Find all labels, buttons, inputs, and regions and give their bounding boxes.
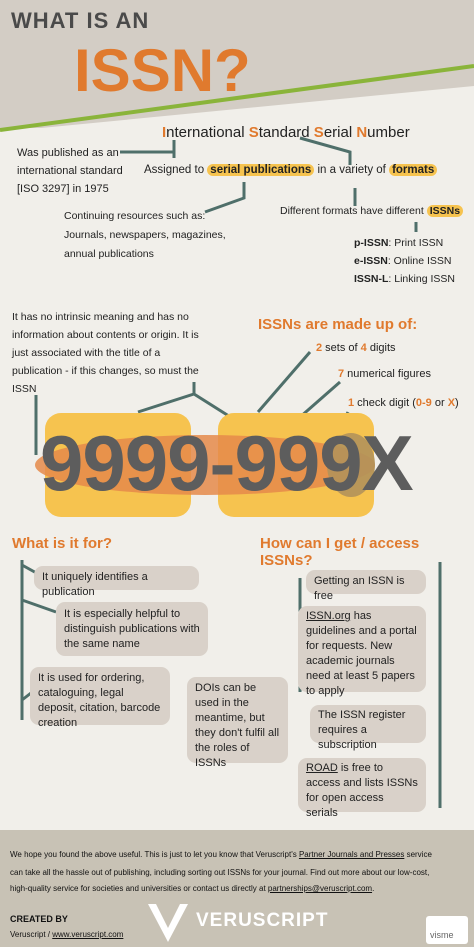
credit-line: Veruscript / www.veruscript.com	[10, 930, 124, 939]
made-up-sets: 2 sets of 4 digits	[316, 342, 396, 354]
access-bubble-2: ISSN.org has guidelines and a portal for…	[298, 606, 426, 697]
veruscript-logo-icon	[148, 904, 188, 942]
made-up-check: 1 check digit (0-9 or X)	[348, 397, 459, 409]
assigned-text: Assigned to serial publications in a var…	[144, 163, 438, 178]
access-bubble-1: Getting an ISSN is free	[306, 570, 426, 602]
for-bubble-3: It is used for ordering, cataloguing, le…	[30, 667, 170, 729]
issn-org-link[interactable]: ISSN.org	[306, 610, 351, 622]
meaning-text: It has no intrinsic meaning and has no i…	[12, 311, 199, 395]
access-bubble-3: The ISSN register requires a subscriptio…	[310, 705, 426, 751]
created-by: CREATED BY	[10, 914, 68, 924]
published-text: Was published as an international standa…	[17, 147, 123, 195]
issn-example-number: 9999-999X	[40, 419, 414, 507]
for-bubble-2: It is especially helpful to distinguish …	[56, 602, 208, 656]
for-bubble-1: It uniquely identifies a publication	[34, 566, 199, 598]
footer: We hope you found the above useful. This…	[0, 830, 474, 947]
partnerships-email-link[interactable]: partnerships@veruscript.com	[267, 884, 373, 893]
footer-line-2: can take all the hassle out of publishin…	[10, 868, 430, 877]
veruscript-site-link[interactable]: www.veruscript.com	[52, 930, 124, 939]
partner-journals-link[interactable]: Partner Journals and Presses	[298, 850, 405, 859]
title-line1: WHAT IS AN	[11, 8, 150, 33]
visme-label: visme	[430, 930, 454, 940]
title-line2: ISSN?	[74, 37, 251, 104]
footer-line-1: We hope you found the above useful. This…	[10, 850, 432, 859]
for-heading: What is it for?	[12, 535, 112, 552]
full-name: International Standard Serial Number	[162, 124, 410, 141]
access-bubble-4: ROAD is free to access and lists ISSNs f…	[298, 758, 426, 819]
made-up-heading: ISSNs are made up of:	[258, 316, 418, 333]
road-link[interactable]: ROAD	[306, 762, 338, 774]
continuing-text: Continuing resources such as: Journals, …	[64, 210, 226, 260]
access-heading: How can I get / access ISSNs?	[260, 535, 420, 569]
made-up-figures: 7 numerical figures	[338, 368, 431, 380]
veruscript-brand: VERUSCRIPT	[196, 910, 329, 931]
footer-line-3: high-quality service for societies and u…	[10, 884, 375, 893]
for-bubble-4: DOIs can be used in the meantime, but th…	[187, 677, 288, 769]
header-diagonal	[0, 64, 474, 140]
formats-text: Different formats have different ISSNs	[280, 204, 464, 219]
issn-example-graphic	[35, 413, 375, 517]
visme-badge: visme	[426, 916, 468, 944]
issn-types: p-ISSN: Print ISSN e-ISSN: Online ISSN I…	[354, 237, 455, 285]
